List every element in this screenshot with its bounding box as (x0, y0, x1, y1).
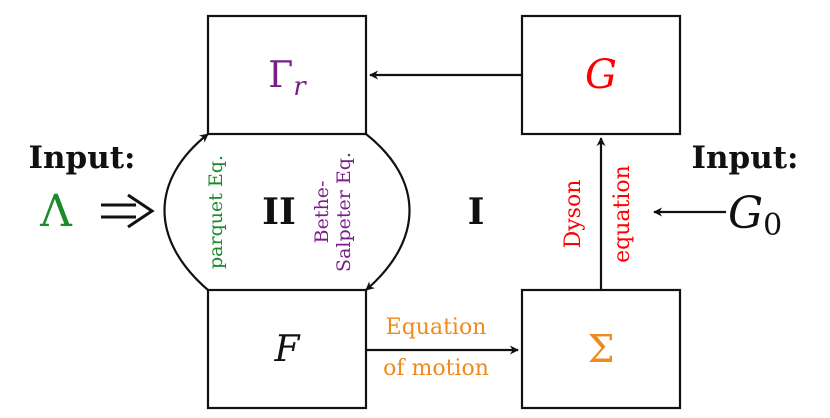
eom-line2: of motion (383, 356, 489, 381)
lambda-implies-arrow (101, 193, 155, 229)
bethe-salpeter-line1: Bethe- (311, 181, 333, 244)
region-ii-label: II (262, 191, 296, 233)
bethe-salpeter-label: Bethe- Salpeter Eq. (311, 152, 355, 272)
sigma-label: Σ (588, 327, 615, 371)
lambda-symbol: Λ (39, 186, 73, 237)
parquet-eq-label: parquet Eq. (205, 155, 227, 269)
gamma-r-symbol: Γ (268, 55, 293, 96)
left-input-heading: Input: (28, 140, 135, 176)
gamma-r-subscript: r (293, 72, 307, 102)
g0-letter: G (728, 188, 763, 239)
g-label: G (585, 52, 617, 98)
g0-subscript: 0 (763, 208, 782, 243)
parquet-arc (163, 133, 209, 291)
dyson-equation-label: Dyson equation (561, 165, 635, 263)
gamma-r-box (206, 14, 368, 136)
bethe-salpeter-arc (365, 133, 411, 291)
region-i-label: I (468, 191, 485, 233)
gamma-r-label: Γr (268, 55, 307, 102)
dyson-line2: equation (610, 165, 635, 263)
right-input-heading: Input: (691, 140, 798, 176)
eom-line1: Equation (386, 315, 487, 340)
bethe-salpeter-line2: Salpeter Eq. (333, 152, 355, 272)
g0-symbol: G0 (728, 188, 782, 243)
f-label: F (274, 329, 302, 370)
dyson-line1: Dyson (561, 180, 586, 249)
